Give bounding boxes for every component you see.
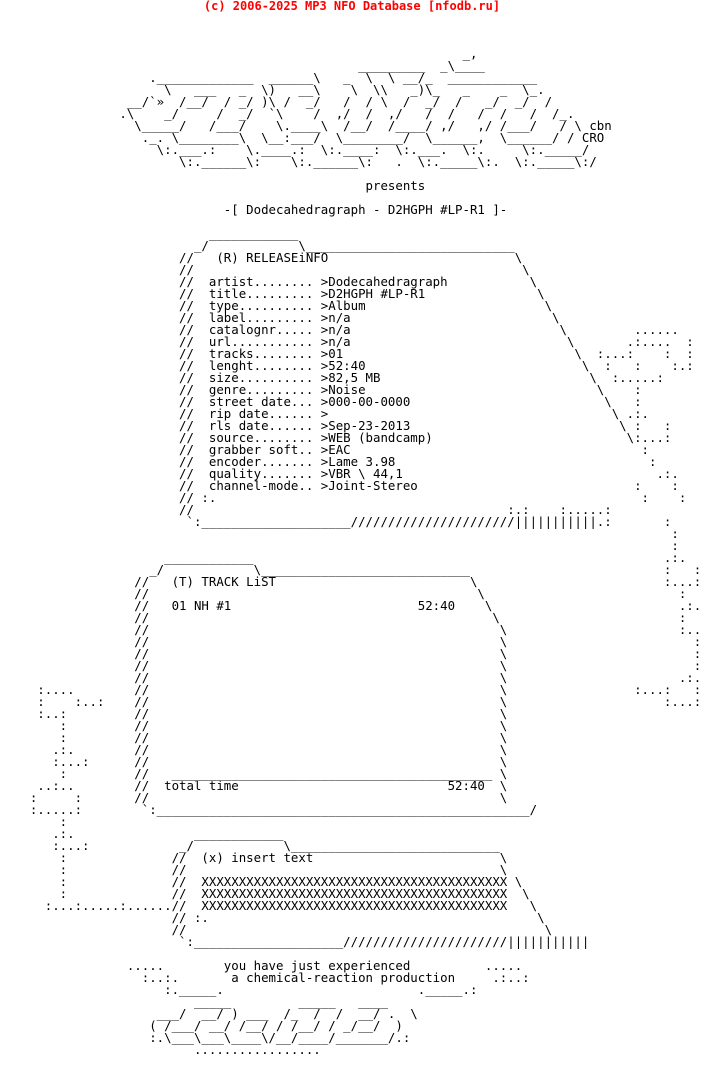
site-header: (c) 2006-2025 MP3 NFO Database [nfodb.ru…: [203, 0, 501, 13]
nfo-text: _, _________ _\____ ._____________ _____…: [29, 46, 704, 1057]
